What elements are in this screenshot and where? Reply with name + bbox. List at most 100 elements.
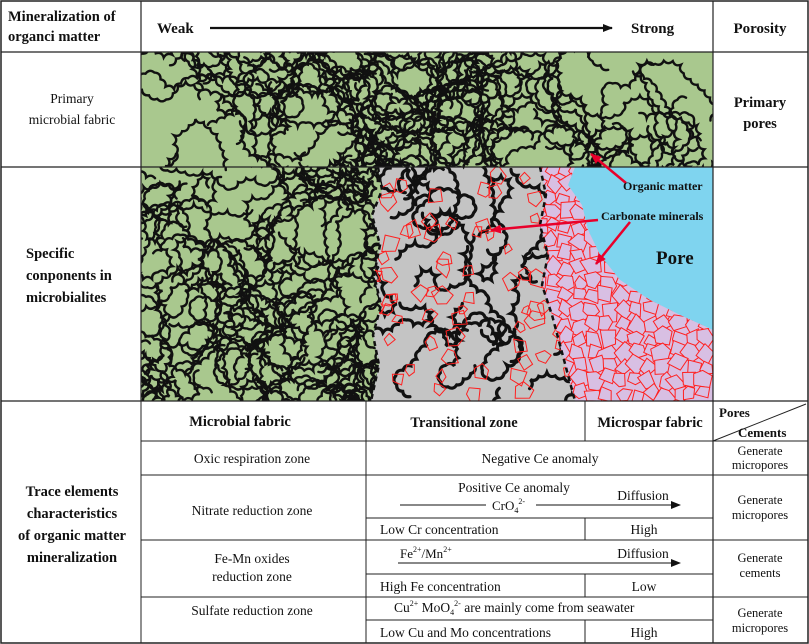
r2-effect-line1: Generate [737,493,783,507]
organic-filament [354,69,503,158]
carbonate-crystal [473,362,490,380]
organic-filament [371,265,398,331]
carbonate-crystal [371,269,382,283]
fe-mn-species: Fe2+/Mn2+ [400,545,452,561]
r4-level-high: High [631,625,658,640]
organic-filament [313,301,382,401]
carbonate-crystal [597,284,613,303]
r1-effect-line2: micropores [732,458,788,472]
organic-filament [141,320,230,401]
organic-filament [468,52,516,167]
carbonate-crystal [555,274,575,292]
negative-ce-anomaly: Negative Ce anomaly [482,451,599,466]
carbonate-crystal [528,268,545,289]
organic-filament [152,233,264,327]
carbonate-crystal [430,285,454,305]
organic-filament [608,136,699,167]
carbonate-crystal [514,380,535,399]
organic-filament [141,324,226,401]
primary-pores-line2: pores [743,116,777,132]
organic-filament [141,182,254,247]
specific-label-line2: conponents in [26,268,112,284]
organic-filament [224,243,380,354]
carbonate-arrow-left [490,218,599,234]
strong-label: Strong [631,21,675,37]
organic-filament [190,168,357,210]
boundary-transitional-microspar [538,166,577,402]
r3-effect-line2: cements [740,566,781,580]
specific-label-line3: microbialites [26,290,107,306]
col-microspar-fabric: Microspar fabric [597,415,703,431]
carbonate-crystal [695,342,713,366]
carbonate-crystal [534,350,552,364]
trace-label-line1: Trace elements [26,484,119,500]
porosity-header: Porosity [733,21,787,37]
organic-filament [646,125,713,167]
carbonate-crystal [501,271,521,292]
carbonate-crystal [520,304,532,317]
carbonate-crystal [529,212,540,224]
organic-filament [265,167,382,311]
carbonate-crystal [388,293,399,302]
organic-filament [141,203,233,294]
organic-filament [141,52,286,70]
carbonate-crystal [489,167,507,185]
carbonate-crystal [435,367,447,384]
carbonate-crystal [424,335,439,352]
carbonate-crystal [427,188,443,204]
organic-filament [420,167,461,236]
carbonate-crystal [694,385,711,399]
organic-filament [247,277,328,389]
organic-filament [472,217,509,285]
carbonate-crystal [628,300,642,318]
trace-label-line2: characteristics [27,506,118,522]
carbonate-crystal [404,364,415,377]
low-cu-mo-concentration: Low Cu and Mo concentrations [380,625,551,640]
organic-filament [413,126,535,167]
organic-filament [277,167,365,190]
header-label-line1: Mineralization of [8,9,116,25]
specific-label-line1: Specific [26,246,75,262]
organic-filaments-primary [141,52,713,167]
organic-filament [141,333,185,401]
organic-filament [405,168,461,237]
organic-filament [214,52,307,163]
carbonate-crystal [381,293,398,307]
organic-filament [307,304,382,401]
carbonate-crystal [445,216,458,231]
col-cements: Cements [738,425,786,440]
organic-filament [293,96,437,158]
carbonate-crystal [652,387,678,401]
organic-filament [371,301,436,337]
carbonate-crystal [582,301,601,321]
organic-filament [141,52,214,103]
organic-filament [224,167,300,305]
carbonate-arrow-right [595,221,631,265]
cu-mo-seawater-source: Cu2+ MoO42- are mainly come from seawate… [394,599,635,617]
carbonate-crystal [435,251,453,266]
organic-filament [447,52,610,110]
carbonate-crystal [445,326,466,347]
carbonate-crystal [381,234,401,253]
organic-filament [413,233,476,292]
organic-filament [359,52,447,125]
carbonate-crystal [516,354,534,371]
zone-fe-mn-line1: Fe-Mn oxides [214,551,289,566]
carbonate-crystal [597,315,614,333]
carbonate-crystal [653,325,673,346]
carbonate-crystal [380,303,394,316]
organic-filament [586,133,657,167]
col-transitional-zone: Transitional zone [410,415,518,431]
organic-filament [317,167,382,228]
organic-filament [153,260,224,401]
organic-filament [479,273,538,347]
carbonate-crystal [383,332,396,347]
organic-filament [294,52,423,101]
carbonate-crystal [488,184,503,199]
organic-filament [445,301,523,364]
weak-label: Weak [157,21,194,37]
carbonate-crystal [517,266,532,282]
organic-filament [455,105,496,167]
organic-filament [480,322,524,382]
